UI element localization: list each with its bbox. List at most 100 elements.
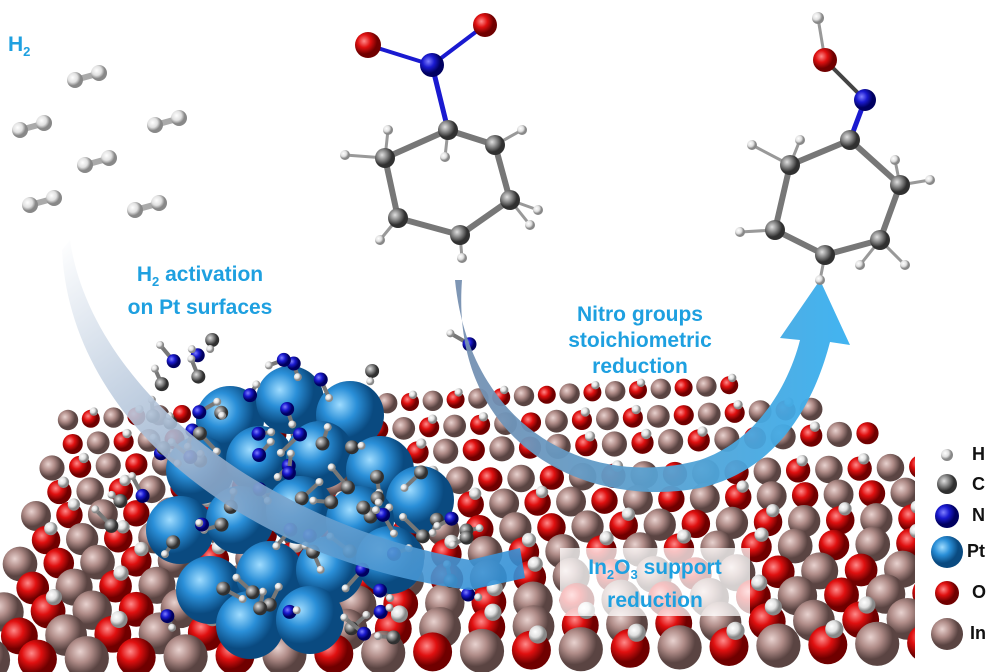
c-atom — [104, 518, 119, 533]
h-atom — [340, 613, 349, 622]
h-atom — [584, 431, 596, 442]
activation-line2: on Pt surfaces — [127, 296, 273, 320]
in-atom — [753, 457, 782, 486]
c-atom — [450, 225, 470, 245]
h-atom — [385, 594, 394, 603]
c-atom — [154, 377, 169, 392]
c-atom — [315, 436, 330, 451]
c-atom — [780, 155, 800, 175]
h-atom — [815, 275, 825, 285]
h-atom — [107, 490, 116, 499]
h-atom — [89, 407, 99, 416]
h-atom — [440, 152, 450, 162]
legend-n-label: N — [972, 505, 985, 525]
h-atom — [213, 397, 222, 406]
h-atom — [389, 529, 398, 538]
in-atom — [890, 477, 921, 508]
h-atom — [631, 404, 641, 415]
h-atom — [747, 140, 757, 150]
h-atom — [385, 603, 394, 612]
h-atom — [478, 412, 489, 422]
h-atom — [525, 220, 535, 230]
support-in: In — [588, 556, 607, 579]
h-atom — [521, 532, 537, 548]
h-atom — [150, 364, 159, 373]
c-c-bond — [395, 215, 463, 238]
h-atom — [448, 540, 457, 549]
h-atom — [736, 480, 749, 493]
h-atom — [57, 476, 70, 488]
h-atom — [858, 596, 876, 614]
legend-pt-label: Pt — [967, 541, 985, 561]
nitro-line1: Nitro groups — [577, 303, 703, 326]
h-atom — [128, 472, 137, 481]
legend-in-label: In — [970, 623, 986, 643]
o-atom — [539, 465, 565, 490]
o-atom — [537, 385, 556, 404]
c-atom — [365, 363, 380, 378]
h-atom — [399, 513, 408, 522]
h-atom — [900, 260, 910, 270]
h-atom — [101, 150, 117, 166]
pt-atom — [276, 586, 344, 654]
legend — [915, 435, 1000, 672]
h-atom — [375, 235, 385, 245]
h-atom — [266, 437, 275, 446]
c-atom — [276, 352, 291, 367]
h-atom — [533, 205, 543, 215]
c-c-bond — [382, 155, 401, 221]
h-atom — [621, 507, 636, 521]
c-atom — [369, 469, 384, 484]
c-atom — [214, 517, 229, 532]
h-atom — [22, 197, 38, 213]
c-atom — [281, 465, 296, 480]
h-atom — [122, 428, 132, 439]
h-atom — [340, 150, 350, 160]
n-atom — [344, 440, 359, 455]
h-atom — [78, 452, 89, 464]
h-atom — [293, 373, 302, 382]
h-atom — [796, 455, 808, 467]
o-atom — [355, 32, 381, 58]
in-atom — [0, 641, 11, 672]
molecules — [12, 12, 935, 285]
h-atom — [474, 593, 483, 602]
h-atom — [468, 487, 482, 500]
h-atom — [890, 155, 900, 165]
o-atom — [818, 529, 850, 561]
in-atom — [605, 381, 626, 402]
legend-c-label: C — [972, 474, 985, 494]
h-atom — [733, 400, 743, 410]
in-atom — [392, 417, 416, 440]
c-atom — [375, 148, 395, 168]
c-c-bond — [787, 137, 853, 168]
o-atom — [824, 577, 859, 613]
h-atom — [764, 598, 782, 616]
h-atom — [206, 345, 215, 354]
c-atom — [438, 120, 458, 140]
c-atom — [166, 354, 181, 369]
h-atom — [475, 524, 484, 533]
in-atom — [21, 501, 51, 531]
support-line1: In2O3 support — [560, 555, 750, 588]
h-atom — [809, 421, 821, 432]
in-atom — [80, 544, 115, 580]
o-atom — [674, 378, 693, 397]
h-atom — [484, 603, 502, 621]
h-atom — [535, 485, 549, 499]
in-atom — [433, 438, 459, 464]
o-atom — [123, 500, 150, 527]
in-atom — [558, 627, 603, 672]
support-text: support — [637, 556, 722, 579]
in-atom — [559, 383, 580, 404]
h-atom — [274, 582, 283, 591]
c-atom — [166, 535, 181, 550]
h-atom — [408, 390, 418, 399]
in-atom — [571, 510, 604, 543]
c-atom — [192, 426, 207, 441]
in-atom — [697, 402, 721, 426]
h2-label: H2 — [8, 32, 30, 65]
in-atom — [646, 405, 670, 428]
h-atom — [446, 329, 455, 338]
